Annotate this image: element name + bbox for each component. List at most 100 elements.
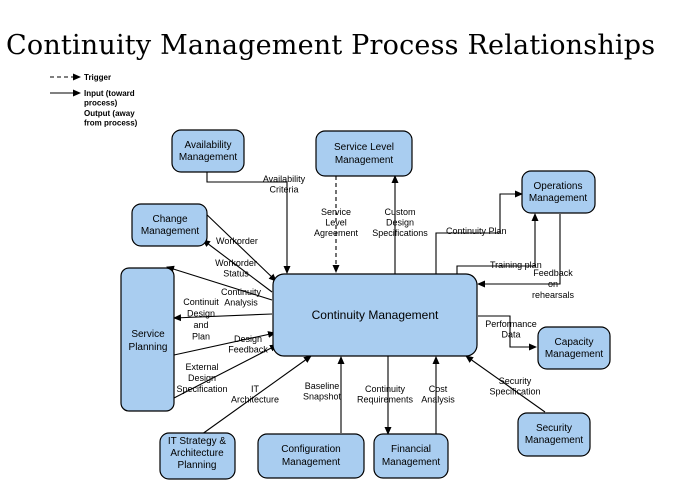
box-continuity-management-label: Continuity Management	[312, 308, 439, 322]
text-line: and	[193, 320, 208, 330]
arrow-continuity-plan	[435, 190, 523, 274]
legend-trigger-label: Trigger	[84, 73, 111, 82]
text-line: Planning	[178, 460, 217, 471]
text-line: Service	[321, 207, 351, 217]
arrow-design-feedback	[173, 331, 276, 356]
text-line: Financial	[391, 444, 431, 455]
text-line: Snapshot	[303, 392, 342, 402]
arrow-performance-data	[478, 315, 537, 351]
arrow-security-specification	[465, 355, 546, 413]
text-line: Cost	[429, 384, 448, 394]
label-workorder: Workorder	[216, 236, 258, 246]
text-line: Data	[501, 330, 520, 340]
text-line: Planning	[129, 342, 168, 353]
text-line: Workorder	[215, 258, 257, 268]
text-line: from process)	[84, 119, 138, 128]
arrow-continuity-analysis	[166, 265, 273, 301]
arrow-workorder-status	[202, 239, 273, 293]
text-line: Continuity	[365, 384, 406, 394]
text-line: Analysis	[421, 395, 455, 405]
text-line: Feedback	[533, 268, 573, 278]
text-line: Workorder	[216, 236, 258, 246]
text-line: Management	[525, 435, 584, 446]
text-line: Design	[188, 373, 216, 383]
text-line: Management	[382, 457, 441, 468]
box-continuity-management: Continuity Management	[272, 273, 478, 357]
text-line: Custom	[384, 207, 415, 217]
text-line: Analysis	[224, 298, 258, 308]
text-line: Management	[282, 457, 341, 468]
text-line: Output (away	[84, 109, 135, 118]
text-line: on	[548, 279, 558, 289]
text-line: Status	[223, 269, 249, 279]
text-line: Operations	[534, 181, 583, 192]
text-line: Criteria	[269, 185, 298, 195]
arrow-training-plan	[456, 213, 539, 274]
text-line: Input (toward	[84, 89, 135, 98]
text-line: Architecture	[231, 395, 279, 405]
text-line: Design	[187, 309, 215, 319]
arrow-external-design-specification	[173, 344, 278, 399]
text-line: IT Strategy &	[168, 436, 227, 447]
text-line: Capacity	[555, 337, 594, 348]
arrow-workorder	[202, 210, 277, 282]
text-line: Change	[152, 214, 187, 225]
text-line: Specification	[176, 384, 227, 394]
text-line: Design	[234, 334, 262, 344]
text-line: Performance	[485, 319, 537, 329]
text-line: Security	[536, 423, 572, 434]
label-training-plan: Training plan	[490, 260, 542, 270]
text-line: Security	[499, 376, 532, 386]
text-line: Management	[179, 152, 238, 163]
text-line: Continuity Plan	[446, 226, 507, 236]
text-line: Plan	[192, 332, 210, 342]
label-continuity-plan: Continuity Plan	[446, 226, 507, 236]
text-line: Availability	[184, 140, 231, 151]
text-line: Management	[335, 155, 394, 166]
text-line: Architecture	[170, 448, 224, 459]
text-line: Availability	[263, 174, 306, 184]
text-line: Continuit	[183, 297, 219, 307]
text-line: Level	[325, 218, 347, 228]
text-line: rehearsals	[532, 290, 575, 300]
text-line: Specifications	[372, 228, 428, 238]
text-line: Feedback	[228, 345, 268, 355]
text-line: External	[185, 362, 218, 372]
arrow-availability-criteria	[206, 172, 291, 274]
text-line: process)	[84, 99, 118, 108]
text-line: Agreement	[314, 228, 359, 238]
